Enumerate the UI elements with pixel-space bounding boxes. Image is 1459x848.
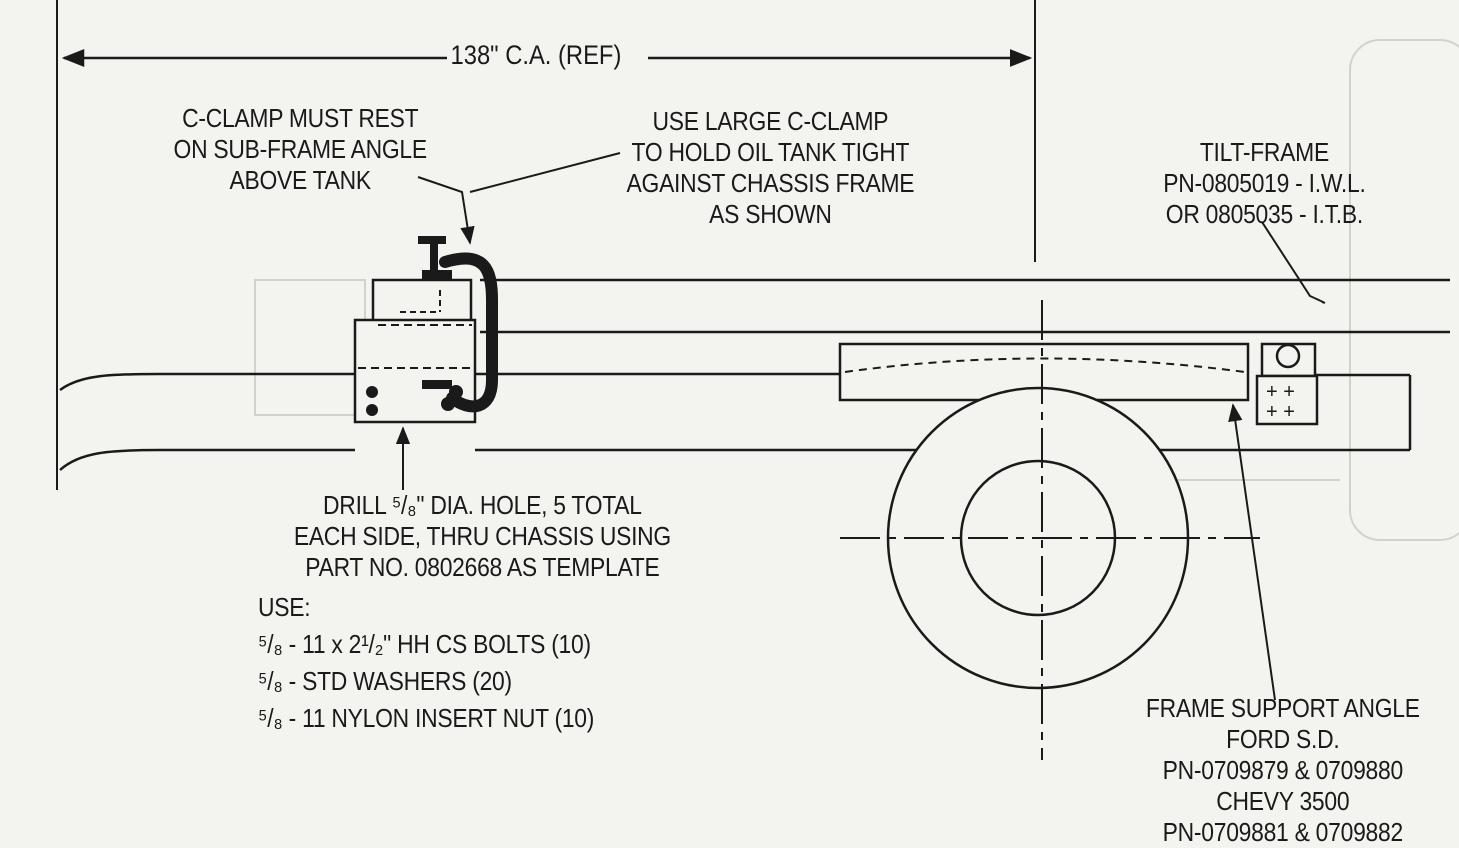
note-line: AGAINST CHASSIS FRAME: [626, 168, 915, 198]
note-line: DRILL ⁵/₈" DIA. HOLE, 5 TOTAL: [323, 490, 642, 520]
note-line: ON SUB-FRAME ANGLE: [173, 134, 428, 164]
frame-support-angle: + + + +: [1255, 342, 1319, 426]
note-clamp-rest: C-CLAMP MUST REST ON SUB-FRAME ANGLE ABO…: [155, 103, 445, 196]
note-hardware: USE: ⁵/₈ - 11 x 2¹/₂" HH CS BOLTS (10) ⁵…: [258, 589, 680, 737]
note-line: PN-0709881 & 0709882: [1162, 817, 1404, 847]
note-line: CHEVY 3500: [1216, 786, 1350, 816]
svg-text:+ +: + +: [1266, 401, 1295, 423]
note-line: AS SHOWN: [709, 199, 832, 229]
note-line: PN-0805019 - I.W.L.: [1163, 168, 1366, 198]
bolt-holes: [366, 386, 378, 416]
note-line: TO HOLD OIL TANK TIGHT: [631, 137, 910, 167]
hardware-item: ⁵/₈ - STD WASHERS (20): [258, 666, 512, 696]
note-drill: DRILL ⁵/₈" DIA. HOLE, 5 TOTAL EACH SIDE,…: [258, 490, 707, 583]
hardware-item: ⁵/₈ - 11 x 2¹/₂" HH CS BOLTS (10): [258, 629, 591, 659]
note-line: FORD S.D.: [1226, 724, 1340, 754]
chassis-frame: [59, 278, 1450, 471]
note-line: PART NO. 0802668 AS TEMPLATE: [305, 552, 660, 582]
note-line: OR 0805035 - I.T.B.: [1165, 199, 1364, 229]
note-line: USE LARGE C-CLAMP: [652, 106, 889, 136]
note-line: EACH SIDE, THRU CHASSIS USING: [293, 521, 671, 551]
note-line: ABOVE TANK: [229, 165, 371, 195]
svg-text:+ +: + +: [1266, 381, 1295, 403]
c-clamp: [418, 236, 498, 413]
dimension-label: 138" C.A. (REF): [447, 40, 625, 71]
note-line: FRAME SUPPORT ANGLE: [1145, 693, 1420, 723]
note-tilt-frame: TILT-FRAME PN-0805019 - I.W.L. OR 080503…: [1128, 137, 1401, 230]
note-large-clamp: USE LARGE C-CLAMP TO HOLD OIL TANK TIGHT…: [590, 106, 951, 230]
hardware-heading: USE:: [258, 592, 311, 622]
hardware-item: ⁵/₈ - 11 NYLON INSERT NUT (10): [258, 703, 595, 733]
note-frame-support: FRAME SUPPORT ANGLE FORD S.D. PN-0709879…: [1120, 693, 1446, 848]
note-line: TILT-FRAME: [1199, 137, 1329, 167]
note-line: PN-0709879 & 0709880: [1162, 755, 1404, 785]
leader-lines: [395, 152, 1326, 701]
note-line: C-CLAMP MUST REST: [182, 103, 419, 133]
